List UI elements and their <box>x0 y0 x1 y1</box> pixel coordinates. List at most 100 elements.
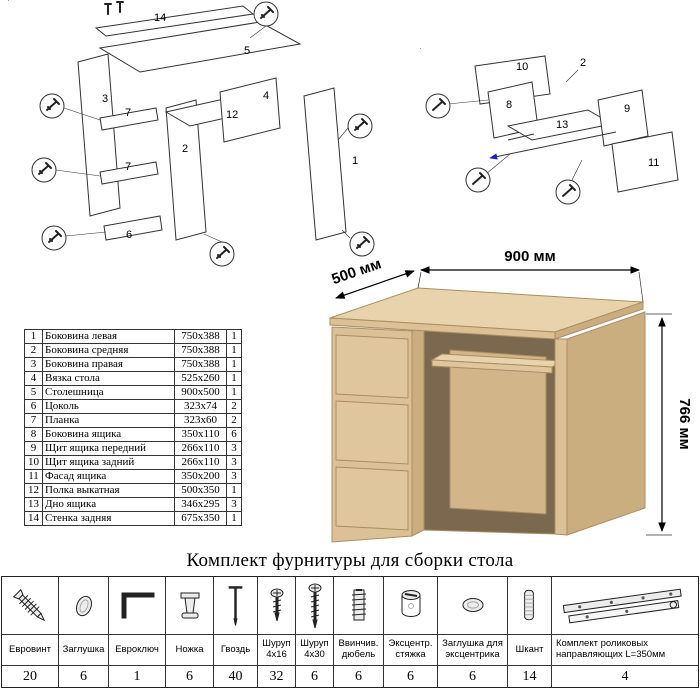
cam-cap-icon <box>438 577 507 635</box>
panel-side-right <box>303 87 347 241</box>
fastener-callout <box>31 157 57 183</box>
exploded-view-drawer-drawing: 10 8 13 9 11 2 <box>420 48 679 205</box>
part-callout-11: 11 <box>648 157 659 169</box>
hardware-qty: 6 <box>407 668 414 684</box>
panel-back-wall <box>94 5 255 37</box>
part-number: 6 <box>24 399 43 414</box>
panel-desktop <box>98 21 302 73</box>
part-name: Столешница <box>42 385 175 400</box>
insert-direction-arrow <box>489 131 617 160</box>
panel-rail <box>99 161 159 185</box>
drawer-front-panel <box>611 131 679 193</box>
part-number: 11 <box>24 469 43 484</box>
part-name: Боковина средняя <box>42 343 175 358</box>
part-callout-7: 7 <box>125 161 131 173</box>
hardware-item: Эксцентр. стяжка 6 <box>384 577 438 687</box>
leg-icon <box>166 577 213 635</box>
part-name: Щит ящика передний <box>42 441 175 456</box>
hex-key-icon <box>109 577 165 635</box>
hardware-name: Ножка <box>166 635 213 666</box>
part-name: Боковина правая <box>42 357 175 372</box>
part-callout-5: 5 <box>244 45 250 57</box>
part-number: 3 <box>24 357 43 372</box>
hardware-qty: 6 <box>80 668 87 684</box>
part-name: Фасад ящика <box>42 469 175 484</box>
part-callout-12: 12 <box>226 109 238 121</box>
screw-long-icon <box>296 577 333 635</box>
part-qty: 1 <box>226 329 242 344</box>
part-number: 2 <box>24 343 43 358</box>
part-callout-2: 2 <box>580 57 586 69</box>
part-number: 8 <box>24 427 43 442</box>
svg-text:900 мм: 900 мм <box>504 248 555 265</box>
fastener-callout <box>41 225 67 251</box>
svg-text:766 мм: 766 мм <box>676 398 693 449</box>
part-name: Стенка задняя <box>42 511 175 526</box>
part-number: 7 <box>24 413 43 428</box>
pedestal-side-edge <box>411 326 425 537</box>
loose-screw-icon <box>104 3 112 15</box>
hardware-qty: 14 <box>522 668 537 684</box>
hardware-item: Шкант 14 <box>508 577 552 687</box>
part-name: Боковина левая <box>42 329 175 344</box>
exploded-view-desk: 14 5 3 7 7 12 4 2 6 1 <box>8 0 393 292</box>
right-panel-outer <box>566 311 646 536</box>
part-size: 350x200 <box>174 469 227 484</box>
keyboard-tray-front <box>431 359 553 374</box>
part-callout-6: 6 <box>126 229 132 241</box>
screw-short-icon <box>258 577 295 635</box>
hardware-qty: 6 <box>355 668 362 684</box>
part-callout-10: 10 <box>516 61 528 73</box>
part-callout-8: 8 <box>506 99 512 111</box>
hardware-qty: 32 <box>269 668 284 684</box>
part-callout-4: 4 <box>263 90 269 102</box>
hardware-name: Эксцентр. стяжка <box>384 635 437 666</box>
desk-render-drawing: 900 мм 500 мм 766 мм <box>329 248 693 543</box>
hardware-item: Заглушка для эксцентрика 6 <box>438 577 508 687</box>
hardware-qty: 6 <box>186 668 193 684</box>
hardware-item: Евроключ 1 <box>109 577 166 687</box>
part-callout-13: 13 <box>556 119 568 131</box>
hardware-item: Гвоздь 40 <box>214 577 258 687</box>
fastener-callout <box>555 179 581 205</box>
part-size: 323x74 <box>174 399 227 414</box>
hardware-qty: 20 <box>23 668 37 684</box>
part-callout-1: 1 <box>352 155 358 167</box>
part-callout-3: 3 <box>102 93 108 105</box>
part-number: 1 <box>24 329 43 344</box>
part-qty: 2 <box>226 413 242 428</box>
hardware-name: Заглушка <box>59 635 108 666</box>
hardware-qty: 40 <box>228 668 243 684</box>
hardware-name: Шуруп 4x30 <box>296 635 333 666</box>
part-callout-9: 9 <box>624 103 630 115</box>
panel-tie <box>219 77 281 143</box>
hardware-item: Евровинт 20 <box>2 577 59 687</box>
fastener-callout <box>209 241 235 267</box>
groove-line <box>507 133 535 141</box>
fastener-callout <box>465 167 491 193</box>
part-qty: 2 <box>226 399 242 414</box>
part-qty: 1 <box>226 343 242 358</box>
part-number: 9 <box>24 441 43 456</box>
hardware-item: Ножка 6 <box>166 577 214 687</box>
hardware-item: Шуруп 4x30 6 <box>296 577 334 687</box>
part-number: 14 <box>24 511 43 526</box>
hardware-name: Шуруп 4x16 <box>258 635 295 666</box>
part-name: Цоколь <box>42 399 175 414</box>
part-size: 900x500 <box>174 385 227 400</box>
panel-plinth <box>103 215 163 241</box>
wood-dowel-icon <box>508 577 551 635</box>
part-size: 675x350 <box>174 511 227 526</box>
desk-render: 900 мм 500 мм 766 мм <box>300 246 698 548</box>
hardware-qty: 6 <box>469 668 476 684</box>
hardware-name: Гвоздь <box>214 635 257 666</box>
